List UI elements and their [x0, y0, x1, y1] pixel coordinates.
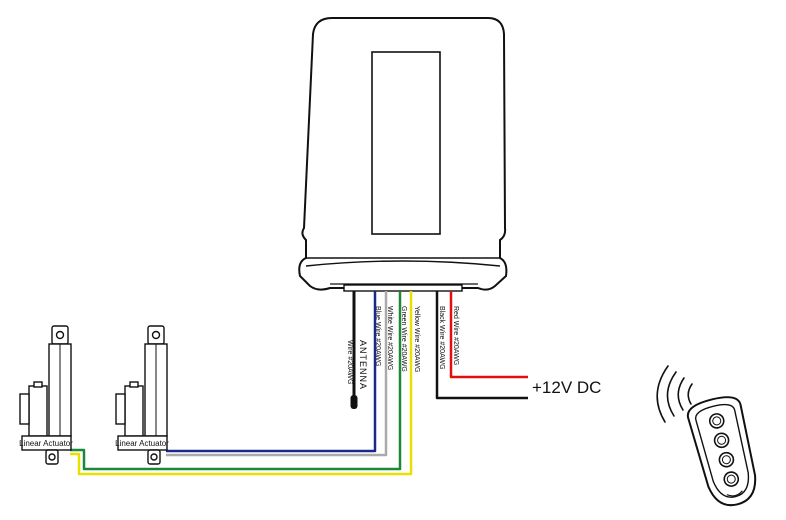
blue-wire-label: Blue Wire #20AWG [374, 306, 381, 366]
white-wire-label: White Wire #20AWG [386, 306, 393, 370]
green-wire [70, 291, 402, 471]
yellow-wire-label: Yellow Wire #20AWG [413, 306, 420, 372]
antenna [350, 291, 358, 409]
linear-actuator-1-label: Linear Actuator [19, 439, 73, 448]
receiver-box [298, 17, 508, 292]
blue-wire [166, 291, 377, 453]
remote-control-icon [686, 396, 757, 507]
red-wire [449, 291, 528, 379]
red-wire-label: Red Wire #20AWG [452, 306, 459, 365]
antenna-wire-label: Wire #20AWG [346, 340, 353, 384]
power-label: +12V DC [532, 378, 601, 397]
green-wire-label: Green Wire #20AWG [400, 306, 407, 372]
yellow-wire [70, 291, 413, 476]
linear-actuator-2-label: Linear Actuator [115, 439, 169, 448]
wireless-signal-icon [656, 365, 693, 423]
linear-actuator-1 [19, 325, 72, 465]
black-wire-label: Black Wire #20AWG [438, 306, 445, 370]
white-wire [166, 291, 388, 457]
antenna-label: ANTENNA [358, 340, 368, 390]
linear-actuator-2 [115, 325, 168, 465]
black-wire [435, 291, 528, 400]
